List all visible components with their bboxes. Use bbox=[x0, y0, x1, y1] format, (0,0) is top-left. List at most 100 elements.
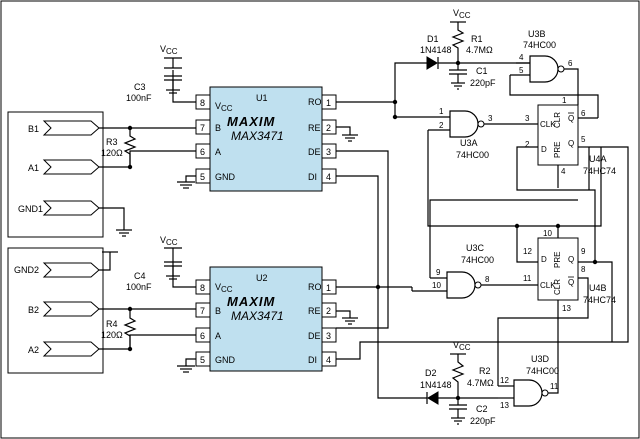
svg-text:B: B bbox=[215, 306, 221, 316]
svg-text:6: 6 bbox=[581, 109, 586, 118]
gate-u3a: U3A 74HC00 1 2 3 bbox=[395, 107, 538, 160]
svg-text:10: 10 bbox=[432, 281, 441, 290]
svg-text:5: 5 bbox=[581, 135, 586, 144]
svg-text:RO: RO bbox=[308, 282, 322, 292]
svg-text:1: 1 bbox=[562, 96, 567, 105]
svg-text:GND1: GND1 bbox=[18, 204, 43, 214]
svg-text:D: D bbox=[541, 255, 547, 264]
svg-text:C1: C1 bbox=[476, 66, 488, 76]
d2-r2-c2-network: VCC D2 1N4148 R2 4.7MΩ C2 220pF bbox=[420, 340, 498, 426]
wires-u1-outputs bbox=[336, 101, 427, 399]
svg-text:1: 1 bbox=[439, 107, 444, 116]
svg-text:5: 5 bbox=[200, 355, 205, 365]
svg-text:3: 3 bbox=[525, 114, 530, 123]
svg-text:13: 13 bbox=[500, 401, 509, 410]
svg-text:Q: Q bbox=[568, 278, 574, 287]
svg-text:C3: C3 bbox=[134, 82, 146, 92]
svg-text:U3B: U3B bbox=[528, 29, 546, 39]
svg-text:U4A: U4A bbox=[589, 154, 607, 164]
svg-text:74HC00: 74HC00 bbox=[461, 255, 494, 265]
svg-text:8: 8 bbox=[200, 98, 205, 108]
wires-u1-inputs bbox=[99, 57, 196, 189]
svg-text:Q: Q bbox=[568, 255, 574, 264]
svg-text:Q: Q bbox=[568, 114, 574, 123]
svg-text:4: 4 bbox=[561, 167, 566, 176]
svg-text:D: D bbox=[541, 145, 547, 154]
svg-text:B: B bbox=[215, 123, 221, 133]
svg-text:74HC74: 74HC74 bbox=[583, 166, 616, 176]
svg-text:4: 4 bbox=[519, 53, 524, 62]
ic-u1: U1 MAXIM MAX3471 VCC B A GND RO RE DE DI… bbox=[195, 86, 337, 192]
svg-text:DI: DI bbox=[308, 355, 317, 365]
svg-text:8: 8 bbox=[200, 283, 205, 293]
svg-text:D2: D2 bbox=[425, 368, 437, 378]
svg-text:7: 7 bbox=[200, 123, 205, 133]
svg-text:10: 10 bbox=[543, 229, 552, 238]
flipflop-u4a: CLK D Q Q CLR PRE U4A 74HC74 3 2 6 5 4 1 bbox=[516, 96, 616, 262]
svg-text:U3C: U3C bbox=[466, 243, 485, 253]
svg-text:DE: DE bbox=[308, 331, 321, 341]
svg-text:120Ω: 120Ω bbox=[101, 148, 123, 158]
svg-text:4: 4 bbox=[326, 355, 331, 365]
svg-text:CLR: CLR bbox=[553, 279, 562, 295]
svg-text:8: 8 bbox=[581, 265, 586, 274]
svg-text:GND: GND bbox=[215, 172, 236, 182]
svg-text:12: 12 bbox=[500, 376, 509, 385]
gate-u3b: U3B 74HC00 4 5 6 bbox=[510, 29, 579, 105]
svg-text:74HC00: 74HC00 bbox=[526, 366, 559, 376]
svg-text:MAXIM: MAXIM bbox=[227, 114, 276, 129]
vcc-label-c4: VCC bbox=[160, 235, 178, 247]
svg-text:4: 4 bbox=[326, 172, 331, 182]
svg-text:MAX3471: MAX3471 bbox=[231, 129, 284, 143]
svg-text:VCC: VCC bbox=[453, 340, 471, 352]
svg-text:11: 11 bbox=[550, 382, 559, 391]
svg-text:MAXIM: MAXIM bbox=[227, 294, 276, 309]
svg-text:Q: Q bbox=[568, 139, 574, 148]
svg-text:74HC74: 74HC74 bbox=[583, 295, 616, 305]
svg-text:2: 2 bbox=[525, 140, 530, 149]
svg-text:3: 3 bbox=[326, 331, 331, 341]
connector-pin-a2: A2 bbox=[28, 341, 100, 357]
svg-text:220pF: 220pF bbox=[470, 416, 496, 426]
svg-text:2: 2 bbox=[326, 306, 331, 316]
svg-text:U4B: U4B bbox=[589, 283, 607, 293]
svg-text:R3: R3 bbox=[106, 137, 118, 147]
svg-text:A: A bbox=[215, 147, 221, 157]
vcc-label-c3: VCC bbox=[160, 44, 178, 56]
svg-text:U3D: U3D bbox=[531, 354, 550, 364]
flipflop-u4b: CLK D Q Q PRE CLR U4B 74HC74 11 12 9 8 1… bbox=[516, 226, 616, 319]
wires-u2-inputs bbox=[99, 247, 196, 373]
svg-text:CLR: CLR bbox=[553, 112, 562, 128]
svg-text:VCC: VCC bbox=[215, 282, 233, 294]
svg-text:DI: DI bbox=[308, 172, 317, 182]
svg-text:1N4148: 1N4148 bbox=[420, 380, 452, 390]
svg-text:5: 5 bbox=[519, 66, 524, 75]
svg-text:VCC: VCC bbox=[215, 101, 233, 113]
svg-text:5: 5 bbox=[200, 172, 205, 182]
svg-text:R4: R4 bbox=[106, 319, 118, 329]
svg-text:74HC00: 74HC00 bbox=[523, 40, 556, 50]
svg-text:3: 3 bbox=[326, 147, 331, 157]
gate-u3d: U3D 74HC00 12 13 11 bbox=[498, 318, 559, 410]
svg-text:8: 8 bbox=[485, 275, 490, 284]
svg-text:A1: A1 bbox=[28, 163, 39, 173]
svg-text:9: 9 bbox=[581, 247, 586, 256]
connector-bottom-box bbox=[7, 247, 104, 374]
svg-text:R2: R2 bbox=[479, 366, 491, 376]
svg-text:100nF: 100nF bbox=[126, 282, 152, 292]
svg-text:13: 13 bbox=[562, 304, 571, 313]
svg-text:C2: C2 bbox=[476, 404, 488, 414]
svg-text:U1: U1 bbox=[256, 93, 268, 103]
connector-pin-b2: B2 bbox=[28, 301, 100, 317]
svg-text:RO: RO bbox=[308, 97, 322, 107]
svg-text:B1: B1 bbox=[28, 124, 39, 134]
svg-text:R1: R1 bbox=[471, 34, 483, 44]
svg-text:GND2: GND2 bbox=[14, 265, 39, 275]
svg-text:3: 3 bbox=[488, 114, 493, 123]
svg-text:4.7MΩ: 4.7MΩ bbox=[466, 45, 493, 55]
d1-r1-c1-network: VCC D1 1N4148 R1 4.7MΩ C1 220pF bbox=[394, 8, 530, 102]
svg-text:6: 6 bbox=[200, 147, 205, 157]
